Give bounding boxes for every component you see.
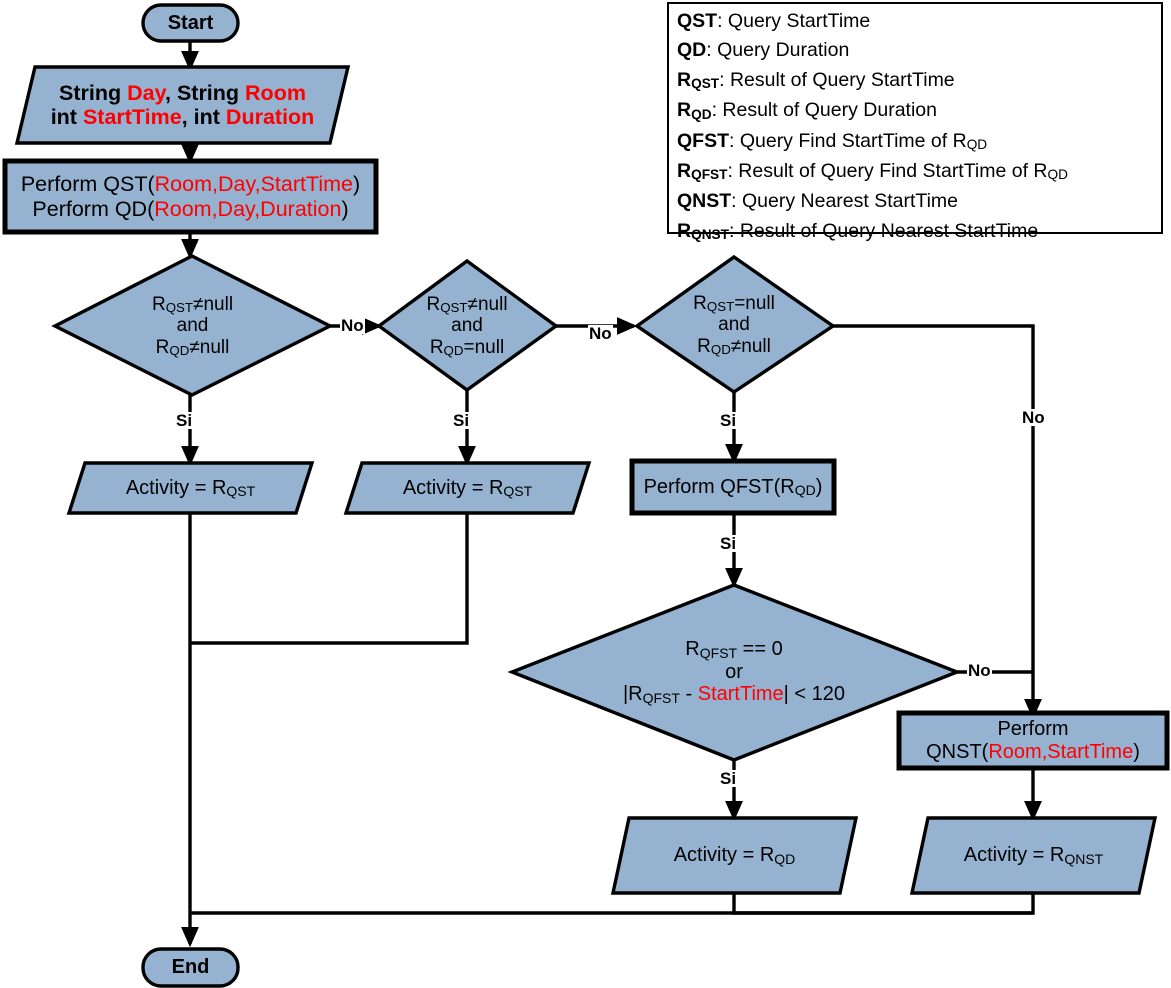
node-perform-qnst: [896, 710, 1170, 771]
node-decision-3: [634, 254, 837, 395]
legend-row: QD: Query Duration: [677, 39, 850, 62]
node-activity-qst-1: [66, 461, 315, 515]
node-start: [141, 3, 240, 43]
node-end: [141, 947, 240, 988]
node-activity-qnst: [909, 816, 1158, 895]
node-decision-2: [376, 258, 559, 393]
legend-row: QFST: Query Find StartTime of RQD: [677, 129, 988, 153]
legend-row: QNST: Query Nearest StartTime: [677, 190, 959, 213]
edge-label-d2-no: No: [588, 324, 613, 343]
legend-row: RQST: Result of Query StartTime: [677, 68, 955, 92]
node-perform-qfst: [629, 458, 837, 516]
node-perform-queries: [2, 158, 379, 235]
legend-row: RQFST: Result of Query Find StartTime of…: [677, 160, 1068, 183]
legend-row: RQD: Result of Query Duration: [677, 99, 937, 122]
edge-label-d4-si: Si: [719, 769, 738, 788]
edge-label-d1-si: Si: [175, 411, 194, 430]
node-activity-qst-2: [343, 461, 592, 515]
edge-label-d3-no: No: [1021, 408, 1046, 427]
edge-label-d4-no: No: [967, 661, 992, 680]
edge-label-qfst-si: Si: [719, 534, 738, 553]
edge-label-d2-si: Si: [452, 411, 471, 430]
edge-label-d1-no: No: [340, 316, 365, 335]
edge-label-d3-si: Si: [719, 411, 738, 430]
node-input: [14, 65, 351, 145]
legend-row: QST: Query StartTime: [677, 10, 871, 32]
node-decision-4: [507, 583, 962, 762]
node-activity-qd: [610, 816, 859, 895]
legend-box: QST: Query StartTime QD: Query Duration …: [667, 2, 1163, 242]
node-decision-1: [51, 254, 334, 397]
legend-row: RQNST: Result of Query Nearest StartTime: [677, 219, 1039, 243]
